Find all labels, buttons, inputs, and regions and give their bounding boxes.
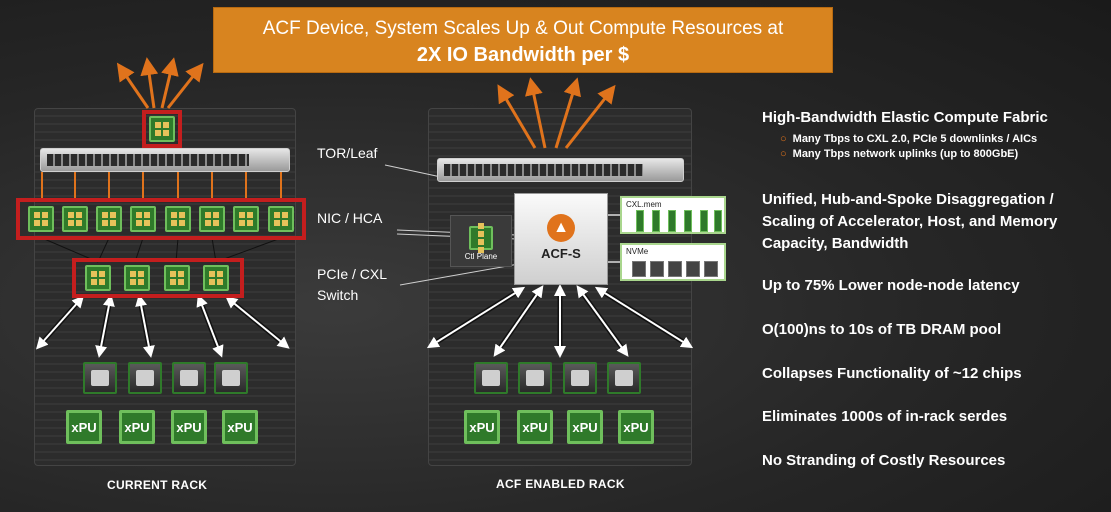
- feature-point: Eliminates 1000s of in-rack serdes: [762, 407, 1102, 427]
- pcie-switch-chip: [203, 265, 229, 291]
- tor-asic-chip: [149, 116, 175, 142]
- nic-row-highlight: [16, 198, 306, 240]
- gpu-module: [474, 362, 508, 394]
- memory-module: [700, 210, 708, 232]
- gpu-module: [83, 362, 117, 394]
- memory-module: [668, 210, 676, 232]
- pcie-row-highlight: [72, 258, 244, 298]
- label-tor-leaf: TOR/Leaf: [317, 145, 378, 161]
- switch-nic-links: [41, 172, 282, 200]
- pcie-switch-chip: [164, 265, 190, 291]
- feature-heading-2-line: Scaling of Accelerator, Host, and Memory: [762, 213, 1058, 230]
- feature-heading-fabric: High-Bandwidth Elastic Compute Fabric: [762, 109, 1048, 126]
- acf-s-chip: ▲ ACF-S: [514, 193, 608, 285]
- feature-point-text: Collapses Functionality of ~12 chips: [762, 365, 1022, 382]
- title-banner: ACF Device, System Scales Up & Out Compu…: [213, 7, 833, 73]
- ssd-module: [704, 261, 718, 277]
- sub-item-text: Many Tbps to CXL 2.0, PCIe 5 downlinks /…: [792, 133, 1038, 145]
- xpu-chip: xPU: [222, 410, 258, 444]
- nic-chip: [28, 206, 54, 232]
- feature-heading-2-line: Capacity, Bandwidth: [762, 235, 909, 252]
- tor-switch-acf: [437, 158, 684, 182]
- acf-gpu-arrows-inner: [426, 284, 694, 358]
- nic-chip: [268, 206, 294, 232]
- nic-chip: [199, 206, 225, 232]
- cxl-mem-panel: CXL.mem: [620, 196, 726, 234]
- nic-chip: [130, 206, 156, 232]
- feature-heading-2: Unified, Hub-and-Spoke Disaggregation / …: [762, 190, 1102, 254]
- ssd-module: [650, 261, 664, 277]
- acf-logo-icon: ▲: [547, 214, 575, 242]
- tor-asic-highlight: [142, 110, 182, 148]
- ssd-module: [632, 261, 646, 277]
- label-pcie-cxl-1: PCIe / CXL: [317, 266, 388, 282]
- xpu-chip: xPU: [171, 410, 207, 444]
- label-pcie-cxl-2: Switch: [317, 287, 359, 303]
- memory-module: [684, 210, 692, 232]
- ssd-module: [686, 261, 700, 277]
- control-plane-box: Ctl Plane: [450, 215, 512, 267]
- memory-module: [636, 210, 644, 232]
- banner-line-1: ACF Device, System Scales Up & Out Compu…: [262, 18, 784, 39]
- xpu-chip: xPU: [618, 410, 654, 444]
- pcie-gpu-arrows-left: [38, 298, 287, 353]
- feature-heading-2-line: Unified, Hub-and-Spoke Disaggregation /: [762, 191, 1054, 208]
- pcie-switch-chip: [85, 265, 111, 291]
- acf-s-label: ACF-S: [541, 246, 581, 261]
- nic-chip: [233, 206, 259, 232]
- nic-chip: [62, 206, 88, 232]
- memory-module: [652, 210, 660, 232]
- nvme-label: NVMe: [626, 247, 649, 256]
- feature-point-text: Eliminates 1000s of in-rack serdes: [762, 408, 1008, 425]
- feature-heading-1: High-Bandwidth Elastic Compute Fabric: [762, 108, 1102, 128]
- xpu-chip: xPU: [567, 410, 603, 444]
- sub-item-text: Many Tbps network uplinks (up to 800GbE): [792, 148, 1019, 160]
- ssd-module: [668, 261, 682, 277]
- feature-sub-list: ○ Many Tbps to CXL 2.0, PCIe 5 downlinks …: [762, 132, 1102, 162]
- feature-point: Up to 75% Lower node-node latency: [762, 276, 1102, 296]
- gpu-module: [214, 362, 248, 394]
- caption-acf-rack: ACF ENABLED RACK: [496, 477, 625, 491]
- feature-point-text: O(100)ns to 10s of TB DRAM pool: [762, 321, 1002, 338]
- gpu-module: [607, 362, 641, 394]
- gpu-module: [128, 362, 162, 394]
- uplink-arrows-left: [116, 57, 204, 109]
- caption-current-rack: CURRENT RACK: [107, 478, 208, 492]
- sub-item: ○ Many Tbps network uplinks (up to 800GbE…: [780, 147, 1102, 162]
- control-plane-chip: [469, 223, 493, 253]
- nic-chip: [96, 206, 122, 232]
- label-nic-hca: NIC / HCA: [317, 210, 383, 226]
- banner-line-2: 2X IO Bandwidth per $: [416, 44, 630, 66]
- pcie-gpu-arrows-left-inner: [36, 294, 290, 358]
- nic-chip: [165, 206, 191, 232]
- gpu-module: [563, 362, 597, 394]
- pcie-switch-chip: [124, 265, 150, 291]
- xpu-chip: xPU: [119, 410, 155, 444]
- memory-module: [714, 210, 722, 232]
- control-plane-label: Ctl Plane: [464, 252, 498, 261]
- feature-point-text: Up to 75% Lower node-node latency: [762, 277, 1020, 294]
- cxl-mem-label: CXL.mem: [626, 200, 662, 209]
- xpu-chip: xPU: [517, 410, 553, 444]
- feature-point: No Stranding of Costly Resources: [762, 451, 1102, 471]
- sub-item: ○ Many Tbps to CXL 2.0, PCIe 5 downlinks …: [780, 132, 1102, 147]
- bullet-icon: ○: [780, 148, 787, 160]
- xpu-chip: xPU: [464, 410, 500, 444]
- nvme-panel: NVMe: [620, 243, 726, 281]
- xpu-chip: xPU: [66, 410, 102, 444]
- feature-point: Collapses Functionality of ~12 chips: [762, 364, 1102, 384]
- feature-point-text: No Stranding of Costly Resources: [762, 452, 1006, 469]
- uplink-arrows-right: [497, 77, 616, 149]
- gpu-module: [172, 362, 206, 394]
- feature-point: O(100)ns to 10s of TB DRAM pool: [762, 320, 1102, 340]
- gpu-module: [518, 362, 552, 394]
- tor-switch-current: [40, 148, 290, 172]
- bullet-icon: ○: [780, 133, 787, 145]
